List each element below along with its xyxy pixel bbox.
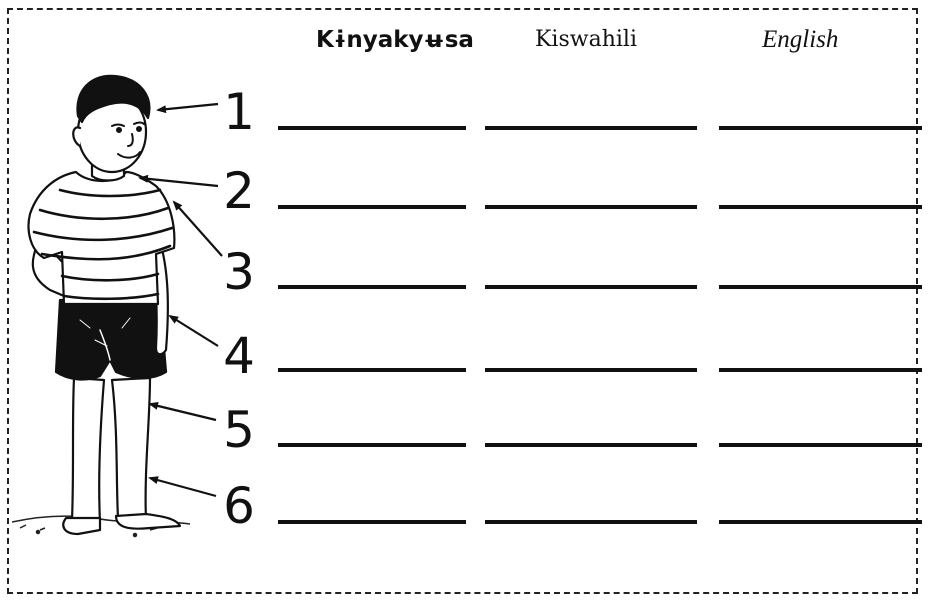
header-kiswahili: Kiswahili xyxy=(535,27,637,52)
answer-line-5-english[interactable] xyxy=(719,443,922,447)
label-number-5: 5 xyxy=(223,401,255,459)
answer-line-6-english[interactable] xyxy=(719,520,922,524)
answer-line-4-kinyakyusa[interactable] xyxy=(278,368,466,372)
label-number-6: 6 xyxy=(223,477,255,535)
label-number-2: 2 xyxy=(223,162,255,220)
label-number-1: 1 xyxy=(223,83,255,141)
answer-line-1-kiswahili[interactable] xyxy=(485,126,697,130)
header-kinyakyusa: Kɨnyakyʉsa xyxy=(316,27,474,53)
answer-line-3-english[interactable] xyxy=(719,285,922,289)
answer-line-2-kiswahili[interactable] xyxy=(485,205,697,209)
label-number-3: 3 xyxy=(223,243,255,301)
header-english: English xyxy=(762,26,839,53)
answer-line-3-kiswahili[interactable] xyxy=(485,285,697,289)
answer-line-5-kiswahili[interactable] xyxy=(485,443,697,447)
answer-line-1-english[interactable] xyxy=(719,126,922,130)
label-number-4: 4 xyxy=(223,327,255,385)
answer-line-5-kinyakyusa[interactable] xyxy=(278,443,466,447)
answer-line-4-kiswahili[interactable] xyxy=(485,368,697,372)
answer-line-6-kinyakyusa[interactable] xyxy=(278,520,466,524)
answer-line-2-kinyakyusa[interactable] xyxy=(278,205,466,209)
answer-line-4-english[interactable] xyxy=(719,368,922,372)
answer-line-6-kiswahili[interactable] xyxy=(485,520,697,524)
answer-line-2-english[interactable] xyxy=(719,205,922,209)
answer-line-3-kinyakyusa[interactable] xyxy=(278,285,466,289)
worksheet-frame xyxy=(7,8,918,594)
answer-line-1-kinyakyusa[interactable] xyxy=(278,126,466,130)
